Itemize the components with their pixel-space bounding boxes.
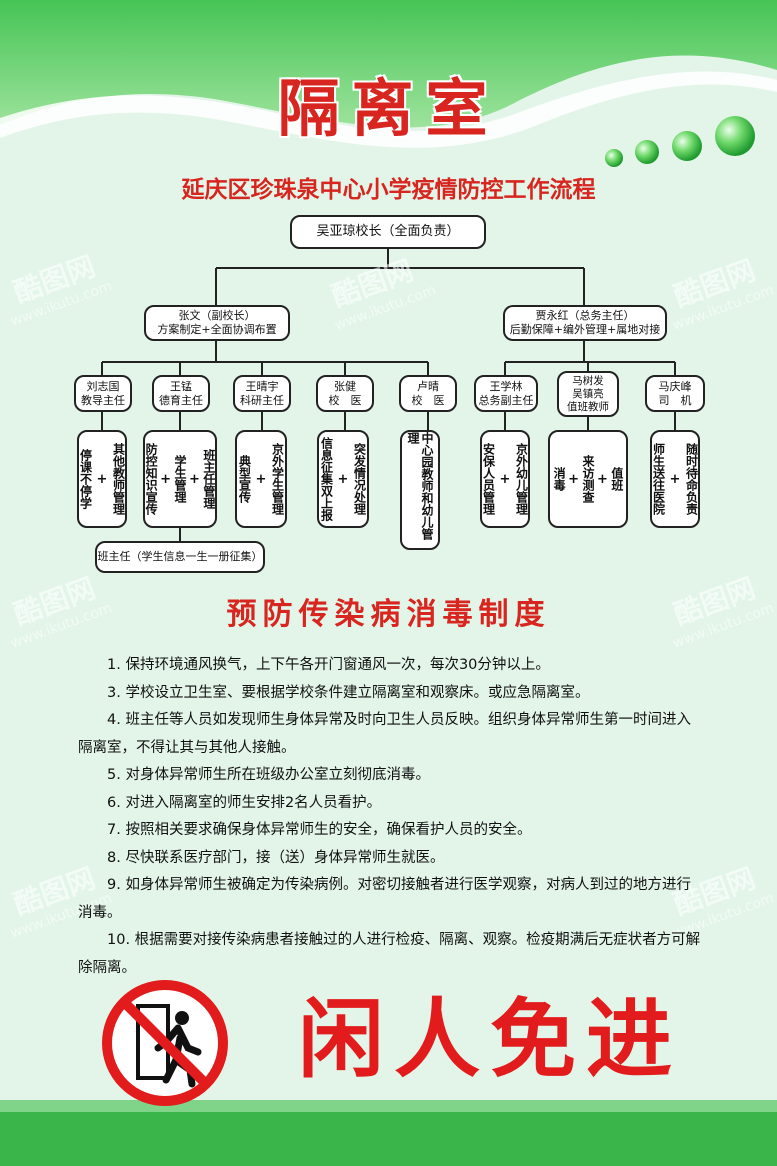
member-name: 马树发 (572, 374, 604, 387)
org-task-box: 信息征集双上报 + 突发情况处理 (317, 430, 369, 528)
org-task-box: 防控知识宣传 + 学生管理 + 班主任管理 (143, 430, 217, 528)
member-role: 校 医 (328, 393, 362, 407)
task-item: 京外学生管理 (270, 443, 285, 515)
task-item: 信息征集双上报 (319, 437, 334, 521)
rule-item: 3. 学校设立卫生室、要根据学校条件建立隔离室和观察床。或应急隔离室。 (107, 684, 590, 701)
member-name: 卢晴 (417, 379, 439, 393)
rule-item: 10. 根据需要对接传染病患者接触过的人进行检疫、隔离、观察。检疫期满后无症状者… (78, 932, 701, 976)
member-role: 值班教师 (567, 400, 609, 413)
org-member: 刘志国 教导主任 (74, 375, 132, 412)
org-member: 马树发 吴镇亮 值班教师 (557, 371, 619, 417)
plus-icon: + (255, 471, 267, 487)
task-item: 来访测查 (581, 455, 595, 503)
plus-icon: + (160, 471, 171, 487)
task-item: 班主任管理 (201, 449, 216, 509)
member-name: 马庆峰 (658, 379, 692, 393)
no-entry-icon (102, 980, 228, 1106)
task-item: 其他教师管理 (111, 443, 126, 515)
plus-icon: + (669, 471, 681, 487)
task-item: 京外幼儿管理 (514, 443, 529, 515)
org-member: 王晴宇 科研主任 (233, 375, 291, 412)
org-left-head-duty: 方案制定+全面协调布置 (157, 323, 277, 336)
member-name: 张健 (334, 379, 356, 393)
task-item: 师生送往医院 (651, 443, 666, 515)
org-task-box: 典型宣传 + 京外学生管理 (235, 430, 287, 528)
member-role: 教导主任 (81, 393, 125, 407)
task-item: 消毒 (552, 467, 567, 491)
task-item: 值班 (609, 467, 624, 491)
rule-item: 6. 对进入隔离室的师生安排2名人员看护。 (107, 794, 382, 811)
task-item: 停课不停学 (78, 449, 93, 509)
section-title-disinfection: 预防传染病消毒制度 (226, 597, 551, 632)
member-role: 科研主任 (240, 393, 284, 407)
page-title: 隔离室 (277, 72, 500, 145)
no-entry-notice: 闲人免进 (298, 989, 682, 1090)
org-task-box: 停课不停学 + 其他教师管理 (77, 430, 127, 528)
org-root-principal: 吴亚琼校长（全面负责） (290, 215, 486, 249)
task-item: 安保人员管理 (481, 443, 496, 515)
member-name: 王学林 (489, 379, 523, 393)
member-role: 司 机 (658, 393, 692, 407)
rule-item: 4. 班主任等人员如发现师生身体异常及时向卫生人员反映。组织身体异常师生第一时间… (78, 712, 691, 756)
plus-icon: + (96, 471, 108, 487)
plus-icon: + (568, 471, 579, 487)
org-task-box: 师生送往医院 + 随时待命负责 (650, 430, 700, 528)
org-member: 马庆峰 司 机 (645, 375, 705, 412)
org-right-head-name: 贾永红（总务主任） (535, 309, 635, 322)
plus-icon: + (499, 471, 511, 487)
rule-item: 1. 保持环境通风换气，上下午各开门窗通风一次，每次30分钟以上。 (107, 657, 550, 673)
member-role: 总务副主任 (478, 393, 534, 407)
rules-list: 1. 保持环境通风换气，上下午各开门窗通风一次，每次30分钟以上。 3. 学校设… (78, 652, 702, 982)
rule-item: 9. 如身体异常师生被确定为传染病例。对密切接触者进行医学观察，对病人到过的地方… (78, 877, 691, 921)
org-root-label: 吴亚琼校长（全面负责） (316, 224, 460, 239)
plus-icon: + (189, 471, 200, 487)
org-task-box: 中心园教师和幼儿管理 (400, 430, 440, 550)
task-item: 典型宣传 (237, 455, 252, 503)
member-name: 王锰 (170, 379, 192, 393)
org-chart-connectors (101, 248, 676, 543)
rule-item: 5. 对身体异常师生所在班级办公室立刻彻底消毒。 (107, 767, 430, 783)
org-right-head: 贾永红（总务主任） 后勤保障+编外管理+属地对接 (503, 305, 667, 341)
page-subtitle: 延庆区珍珠泉中心小学疫情防控工作流程 (181, 177, 596, 203)
class-teacher-label: 班主任（学生信息一生一册征集） (97, 550, 263, 563)
org-member: 卢晴 校 医 (399, 375, 457, 412)
org-member: 张健 校 医 (316, 375, 374, 412)
rule-item: 7. 按照相关要求确保身体异常师生的安全，确保看护人员的安全。 (107, 822, 532, 838)
rule-item: 8. 尽快联系医疗部门，接（送）身体异常师生就医。 (107, 849, 445, 866)
task-item: 随时待命负责 (684, 443, 699, 515)
member-role: 校 医 (411, 393, 445, 407)
member-name: 王晴宇 (245, 379, 279, 393)
plus-icon: + (597, 471, 608, 487)
org-left-head-name: 张文（副校长） (178, 309, 256, 322)
org-task-box: 安保人员管理 + 京外幼儿管理 (480, 430, 530, 528)
org-right-head-duty: 后勤保障+编外管理+属地对接 (509, 323, 661, 336)
org-task-box: 消毒 + 来访测查 + 值班 (548, 430, 628, 528)
member-name-2: 吴镇亮 (572, 387, 604, 400)
org-class-teacher: 班主任（学生信息一生一册征集） (95, 541, 265, 573)
task-item: 中心园教师和幼儿管理 (406, 432, 434, 540)
task-item: 防控知识宣传 (144, 443, 159, 515)
org-left-head: 张文（副校长） 方案制定+全面协调布置 (144, 305, 290, 341)
task-item: 突发情况处理 (352, 443, 367, 515)
member-role: 德育主任 (159, 393, 203, 407)
plus-icon: + (337, 471, 349, 487)
org-member: 王学林 总务副主任 (474, 375, 538, 412)
task-item: 学生管理 (173, 455, 187, 503)
org-member: 王锰 德育主任 (152, 375, 210, 412)
member-name: 刘志国 (86, 379, 120, 393)
